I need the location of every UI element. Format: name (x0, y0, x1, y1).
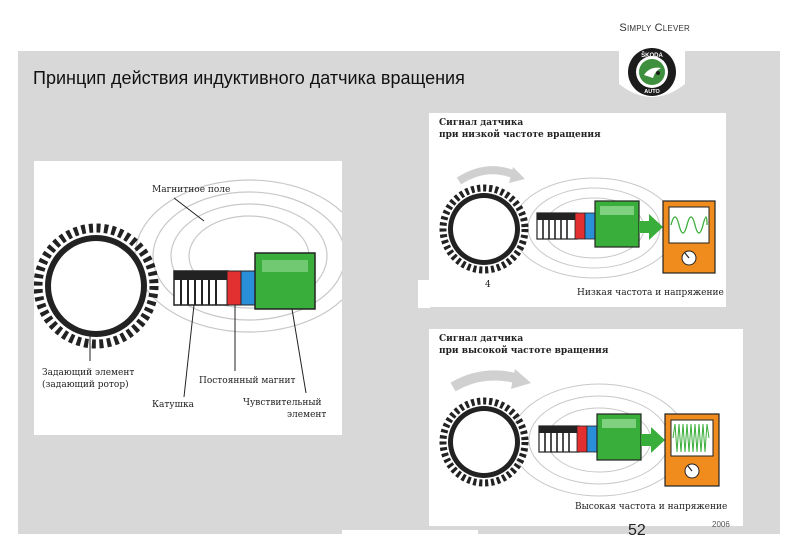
label-master-element-rotor: (задающий ротор) (42, 379, 129, 390)
low-title-line1: Сигнал датчика (439, 118, 523, 128)
low-frequency-diagram: Сигнал датчика при низкой частоте вращен… (429, 113, 726, 307)
page-title: Принцип действия индуктивного датчика вр… (33, 68, 465, 88)
label-permanent-magnet: Постоянный магнит (199, 376, 295, 386)
rotation-arrow (450, 370, 521, 392)
label-sensor-element: элемент (287, 410, 326, 420)
signal-arrow (641, 427, 665, 453)
high-caption: Высокая частота и напряжение (575, 502, 727, 512)
rotation-arrow (456, 166, 517, 185)
low-title-line2: при низкой частоте вращения (439, 129, 601, 140)
high-frequency-diagram: Сигнал датчика при высокой частоте враще… (429, 329, 743, 526)
bottom-strip (342, 530, 478, 536)
stray-mark: 4 (485, 280, 491, 290)
high-title-line1: Сигнал датчика (439, 334, 523, 344)
logo-text-top: ŠKODA (641, 51, 663, 59)
oscilloscope (664, 413, 720, 487)
rotor-gear (439, 397, 529, 487)
skoda-logo: ŠKODA AUTO (619, 44, 685, 97)
oscilloscope (662, 200, 716, 274)
tagline: Simply Clever (619, 22, 690, 34)
signal-arrow (639, 214, 663, 240)
rotor-gear (33, 223, 159, 349)
coil (173, 270, 229, 306)
logo-text-bottom: AUTO (644, 89, 660, 95)
label-coil: Катушка (152, 400, 195, 410)
label-sensor: Чувствительный (243, 398, 322, 408)
low-caption: Низкая частота и напряжение (577, 288, 724, 298)
label-master-element: Задающий элемент (42, 368, 134, 378)
year-mark: 2006 (712, 520, 730, 529)
rotor-gear (439, 184, 529, 274)
page-number: 52 (628, 522, 646, 539)
main-diagram: Магнитное поле Задающий элемент (задающи… (33, 161, 364, 435)
high-title-line2: при высокой частоте вращения (439, 345, 609, 356)
magnet-north (226, 270, 242, 306)
label-magnetic-field: Магнитное поле (152, 185, 230, 195)
magnet-south (240, 270, 256, 306)
